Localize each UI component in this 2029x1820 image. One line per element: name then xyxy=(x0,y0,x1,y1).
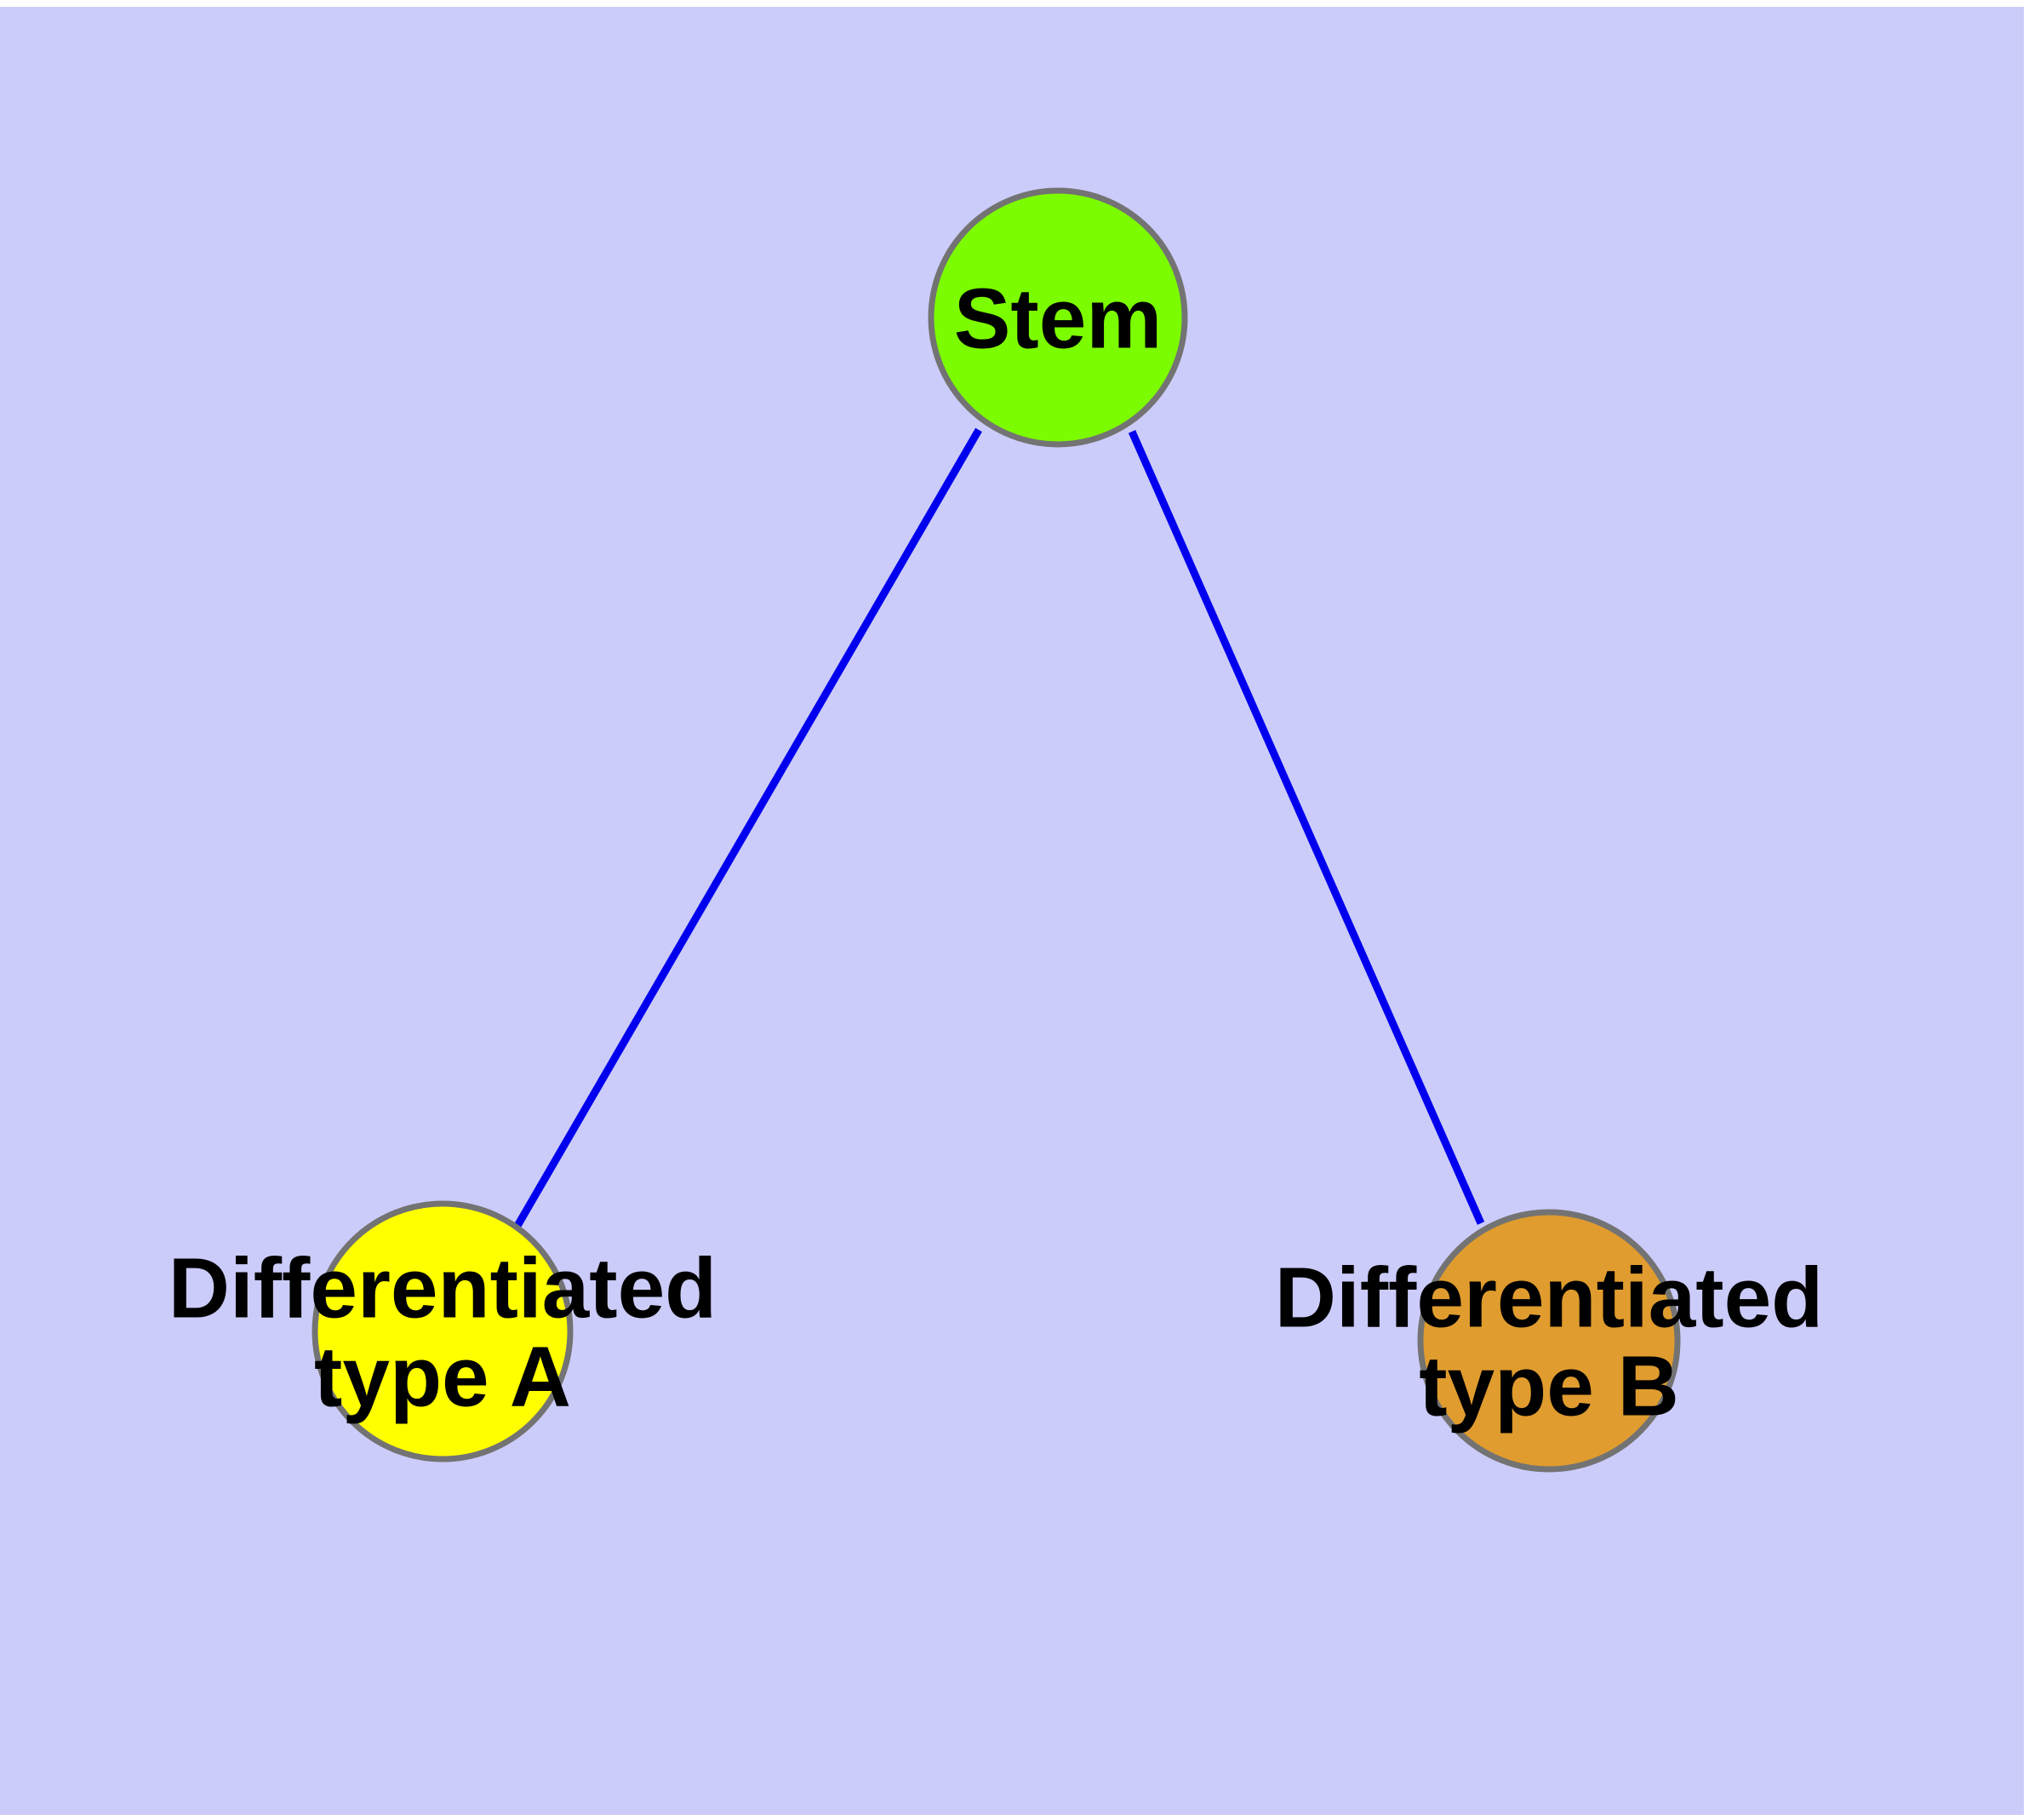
node-differentiated-type-b-label-line1: Differentiated xyxy=(1275,1251,1824,1346)
node-stem[interactable] xyxy=(928,187,1188,448)
edge-stem-to-differentiated-type-b[interactable] xyxy=(1128,430,1485,1225)
node-stem-circle[interactable] xyxy=(928,187,1188,448)
node-differentiated-type-b-label-line2: type B xyxy=(1419,1339,1679,1434)
edges-layer xyxy=(514,427,1485,1228)
node-differentiated-type-a-circle[interactable] xyxy=(311,1200,574,1462)
node-differentiated-type-a[interactable] xyxy=(311,1200,574,1462)
node-differentiated-type-b-circle[interactable] xyxy=(1417,1209,1681,1473)
edge-stem-to-differentiated-type-a[interactable] xyxy=(514,427,982,1228)
labels-layer: Stem Differentiated type A Differentiate… xyxy=(169,272,1824,1434)
node-stem-label-line1: Stem xyxy=(954,272,1163,367)
node-differentiated-type-a-label-line2: type A xyxy=(314,1330,571,1425)
node-differentiated-type-a-label-line1: Differentiated xyxy=(169,1241,717,1336)
node-differentiated-type-b[interactable] xyxy=(1417,1209,1681,1473)
nodes-layer xyxy=(311,187,1681,1473)
